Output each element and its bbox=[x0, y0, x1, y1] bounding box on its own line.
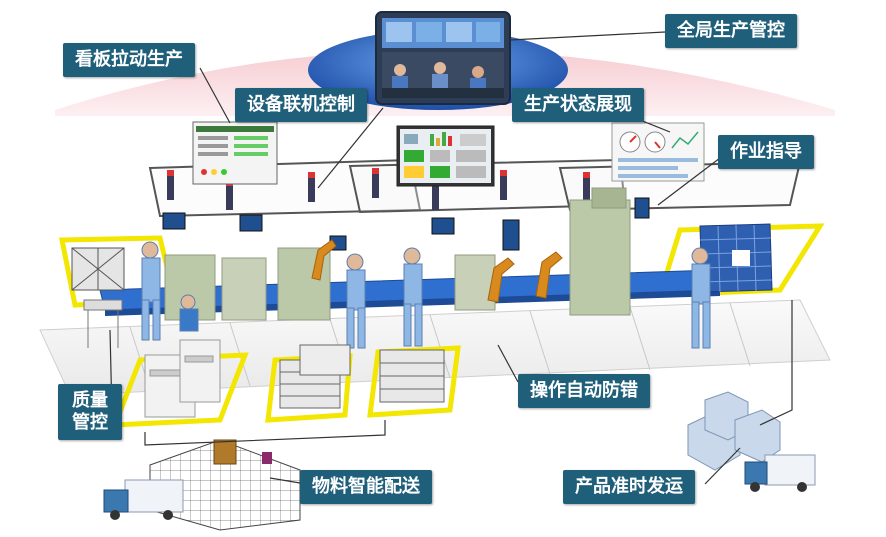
worker-table bbox=[83, 299, 123, 348]
callout-kanban-pull: 看板拉动生产 bbox=[63, 43, 195, 77]
callout-status-display: 生产状态展现 bbox=[512, 88, 644, 122]
truck-left bbox=[103, 479, 184, 520]
workstations bbox=[164, 187, 631, 321]
callout-on-time-shipping: 产品准时发运 bbox=[563, 470, 695, 504]
control-room-image bbox=[375, 11, 511, 105]
pallet-boxes bbox=[213, 439, 237, 465]
callout-auto-errorproof: 操作自动防错 bbox=[518, 374, 650, 408]
leader-lines bbox=[109, 31, 793, 485]
worker-seated bbox=[179, 294, 199, 332]
dashboard-panel bbox=[611, 122, 705, 182]
worker-4 bbox=[691, 247, 711, 349]
quality-cabinets bbox=[144, 339, 221, 418]
quality-line-1: 质量 bbox=[72, 390, 108, 411]
workers bbox=[141, 241, 711, 349]
truck-right bbox=[744, 454, 816, 492]
robot-arms bbox=[311, 239, 563, 303]
status-monitor bbox=[396, 125, 495, 187]
callout-material-delivery: 物料智能配送 bbox=[300, 470, 432, 504]
callout-work-guide: 作业指导 bbox=[718, 135, 814, 169]
callout-equipment-control: 设备联机控制 bbox=[235, 88, 367, 122]
quality-line-2: 管控 bbox=[72, 412, 108, 433]
city-buildings bbox=[687, 391, 781, 471]
callout-global-control: 全局生产管控 bbox=[665, 14, 797, 48]
worker-3 bbox=[403, 247, 423, 347]
material-carts bbox=[279, 344, 445, 409]
agv-cart bbox=[262, 452, 272, 464]
worker-1 bbox=[141, 241, 161, 341]
kanban-board bbox=[192, 121, 278, 185]
right-rack bbox=[699, 223, 773, 293]
left-rack bbox=[71, 247, 125, 291]
callout-quality-control: 质量 管控 bbox=[58, 384, 122, 440]
worker-2 bbox=[346, 253, 366, 349]
